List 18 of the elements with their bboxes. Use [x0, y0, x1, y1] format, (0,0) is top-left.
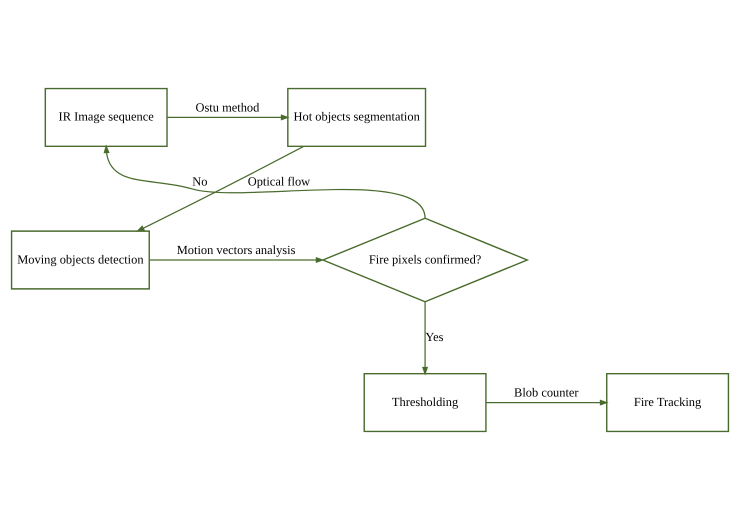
node-box: Hot objects segmentation — [287, 88, 426, 147]
arrow — [486, 400, 609, 406]
node-box: IR Image sequence — [44, 88, 168, 147]
edge-label: Yes — [425, 330, 444, 344]
arrow — [104, 144, 426, 218]
edge-label: Ostu method — [196, 100, 260, 114]
arrow — [422, 302, 428, 376]
edge-label: Blob counter — [514, 386, 579, 400]
node-box: Thresholding — [364, 373, 487, 432]
arrow — [167, 114, 290, 120]
node-box: Fire Tracking — [606, 373, 730, 432]
node-diamond: Fire pixels confirmed? — [321, 217, 530, 303]
arrow — [136, 146, 304, 232]
edge-label: Motion vectors analysis — [176, 242, 296, 257]
edge-label: Optical flow — [248, 174, 310, 189]
edge-label: No — [192, 174, 208, 189]
arrow — [149, 256, 324, 264]
node-box: Moving objects detection — [10, 230, 150, 290]
